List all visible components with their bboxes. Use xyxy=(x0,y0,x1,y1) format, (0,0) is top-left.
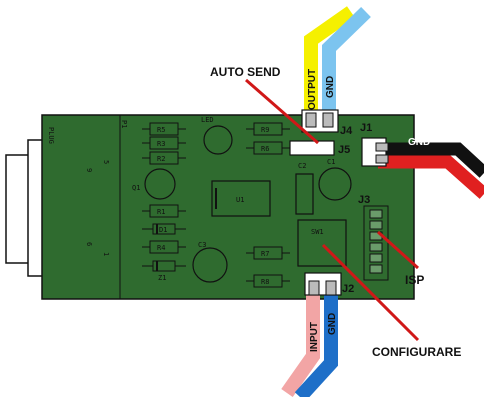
capacitor-c1: C1 xyxy=(318,158,352,201)
connector-j2 xyxy=(304,272,342,296)
j3-label: J3 xyxy=(358,194,370,206)
connector-j1 xyxy=(361,137,389,167)
r4-label: R4 xyxy=(157,244,165,252)
diode-d1: D1 xyxy=(142,223,186,235)
j1-label: J1 xyxy=(360,122,372,134)
capacitor-c2: C2 xyxy=(295,162,314,215)
isp-header-j3 xyxy=(363,205,389,281)
bottom-wires xyxy=(281,290,338,397)
r6-label: R6 xyxy=(261,145,269,153)
connector-j4 xyxy=(301,109,339,133)
c1-label: C1 xyxy=(327,158,335,166)
resistor-r2: R2 xyxy=(142,151,186,165)
configurare-label: CONFIGURARE xyxy=(372,345,461,359)
resistor-r5: R5 xyxy=(142,122,186,136)
auto-send-label: AUTO SEND xyxy=(210,65,281,79)
r7-label: R7 xyxy=(261,250,269,258)
q1-label: Q1 xyxy=(132,184,140,192)
r8-label: R8 xyxy=(261,278,269,286)
j5-label: J5 xyxy=(338,144,350,156)
p1-label: P1 xyxy=(120,120,128,128)
auto-send-pointer xyxy=(245,78,319,145)
pin-1-label: 1 xyxy=(102,252,110,256)
gnd-bottom-wire-label: GND xyxy=(327,313,338,335)
output-wire-label: OUTPUT xyxy=(307,69,318,110)
r2-label: R2 xyxy=(157,155,165,163)
resistor-r8: R8 xyxy=(246,274,290,288)
transistor-q1: Q1 xyxy=(132,168,176,200)
pin-9-label: 9 xyxy=(85,168,93,172)
jumper-j5[interactable] xyxy=(289,140,335,156)
top-wires xyxy=(304,6,371,118)
d1-label: D1 xyxy=(159,226,167,234)
c2-label: C2 xyxy=(298,162,306,170)
configurare-pointer xyxy=(321,243,420,342)
r5-label: R5 xyxy=(157,126,165,134)
plug-label: PLUG xyxy=(47,127,55,144)
pin-5-label: 5 xyxy=(102,160,110,164)
z1-label: Z1 xyxy=(158,274,166,282)
led-label: LED xyxy=(201,116,214,124)
resistor-r9: R9 xyxy=(246,122,290,136)
resistor-r6: R6 xyxy=(246,141,290,155)
resistor-r1: R1 xyxy=(142,204,186,218)
zener-z1: Z1 xyxy=(142,260,186,282)
gnd-right-wire-label: GND xyxy=(408,137,430,148)
r1-label: R1 xyxy=(157,208,165,216)
resistor-r7: R7 xyxy=(246,246,290,260)
resistor-r4: R4 xyxy=(142,240,186,254)
r9-label: R9 xyxy=(261,126,269,134)
resistor-r3: R3 xyxy=(142,136,186,150)
input-wire-label: INPUT xyxy=(309,322,320,352)
gnd-top-wire-label: GND xyxy=(325,76,336,98)
isp-label: ISP xyxy=(405,273,424,287)
c3-label: C3 xyxy=(198,241,206,249)
u1-label: U1 xyxy=(236,196,244,204)
chip-u1: U1 xyxy=(211,180,271,217)
j4-label: J4 xyxy=(340,125,353,137)
right-wires xyxy=(378,142,484,199)
sw1-label: SW1 xyxy=(311,228,324,236)
led: LED xyxy=(201,116,233,155)
isp-pointer xyxy=(376,230,420,270)
pin-6-label: 6 xyxy=(85,242,93,246)
r3-label: R3 xyxy=(157,140,165,148)
j2-label: J2 xyxy=(342,283,354,295)
capacitor-c3: C3 xyxy=(192,241,228,283)
